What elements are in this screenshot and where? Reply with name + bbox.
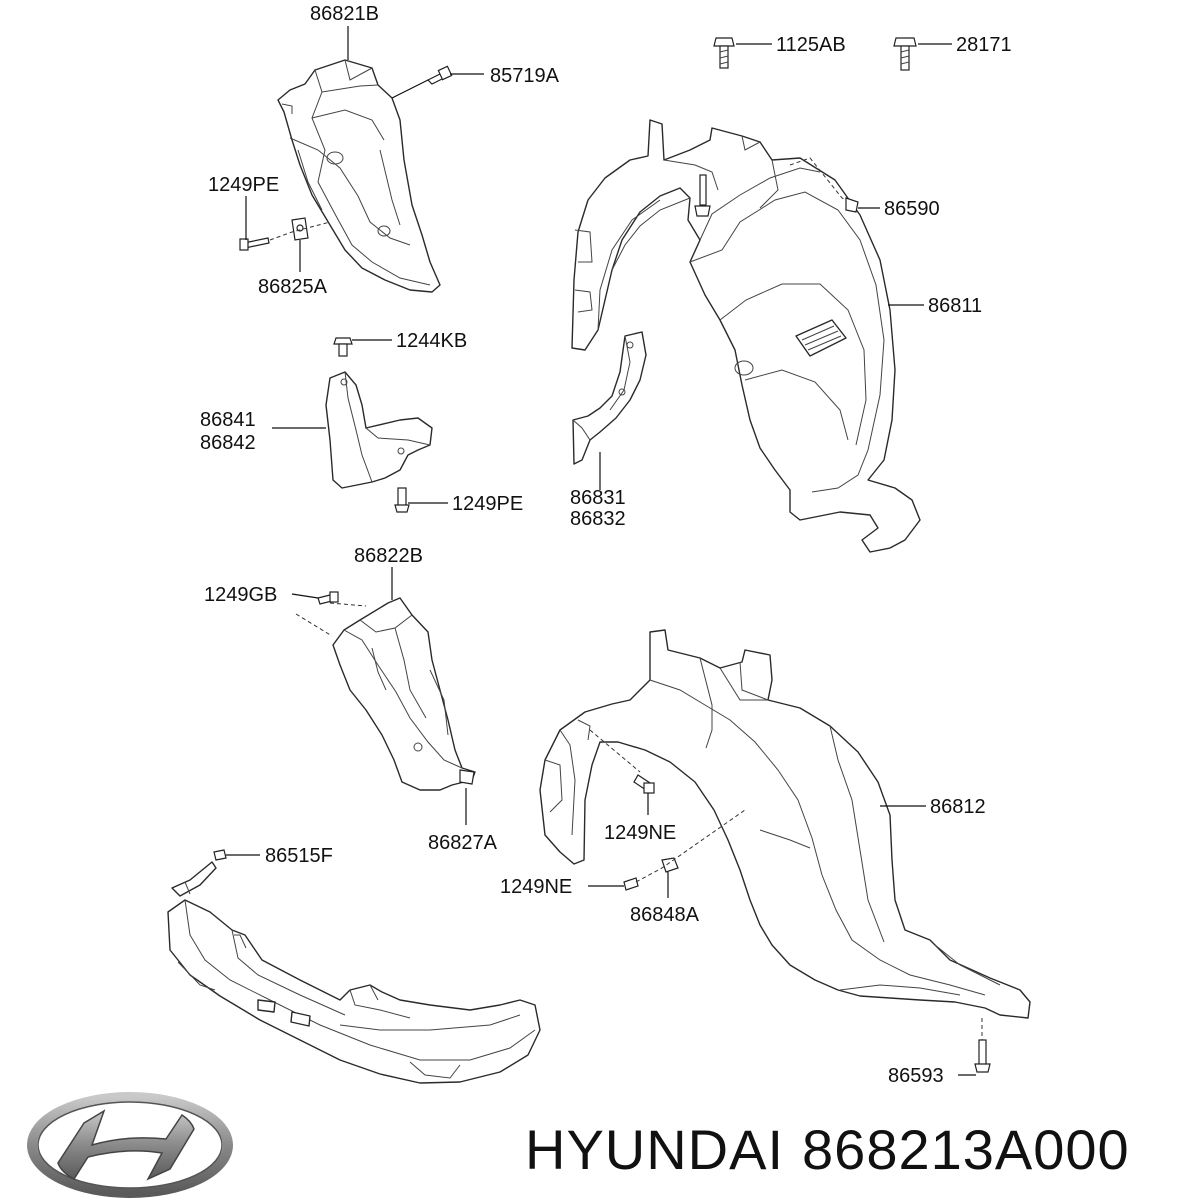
label-86812: 86812 (930, 796, 986, 818)
footer-caption: HYUNDAI 868213A000 (525, 1110, 1190, 1190)
bolt-86593-icon (974, 1039, 991, 1073)
label-86831: 86831 (570, 487, 626, 509)
leader-lines (226, 26, 976, 1076)
brand-name: HYUNDAI (525, 1118, 785, 1181)
label-1249PE-upper: 1249PE (208, 174, 279, 196)
bolt-85719A-icon (426, 65, 453, 85)
label-28171: 28171 (956, 34, 1012, 56)
clip-86827A-icon (459, 769, 475, 785)
bolt-top-guard-icon (694, 174, 711, 217)
bolt-1249NE-lower-icon (623, 877, 639, 891)
label-85719A: 85719A (490, 65, 560, 87)
part-86821B-front-liner-upper (277, 59, 441, 293)
bolt-1249GB-icon (317, 591, 339, 605)
bolt-1249NE-upper-icon (633, 774, 655, 794)
label-1249GB: 1249GB (204, 584, 277, 606)
label-86832: 86832 (570, 508, 626, 530)
label-86822B: 86822B (354, 545, 423, 567)
callout-labels: 86821B 85719A 1125AB 28171 1249PE 86825A… (200, 3, 1012, 1087)
label-86590: 86590 (884, 198, 940, 220)
part-86515F-bumper (167, 861, 541, 1084)
bolt-1125AB-icon (713, 37, 735, 69)
label-1249PE-lower: 1249PE (452, 493, 523, 515)
part-86812-wheel-guard-rear (539, 629, 1031, 1019)
label-86827A: 86827A (428, 832, 498, 854)
bolt-1244KB-icon (333, 337, 353, 357)
clip-86590-icon (845, 197, 859, 213)
label-86848A: 86848A (630, 904, 700, 926)
bolt-28171-icon (893, 37, 917, 71)
label-86811: 86811 (928, 295, 982, 317)
label-86842: 86842 (200, 432, 256, 454)
label-1249NE-upper: 1249NE (604, 822, 676, 844)
nut-86848A-icon (661, 857, 679, 873)
label-86825A: 86825A (258, 276, 328, 298)
hyundai-logo-icon (27, 1092, 233, 1198)
part-number: 868213A000 (802, 1118, 1130, 1181)
label-86515F: 86515F (265, 845, 333, 867)
label-86821B: 86821B (310, 3, 379, 25)
label-1249NE-lower: 1249NE (500, 876, 572, 898)
bolt-1249PE-lower-icon (394, 487, 410, 513)
part-86841-mudguard (325, 371, 433, 489)
bolt-1249PE-upper-icon (239, 237, 270, 251)
label-86593: 86593 (888, 1065, 944, 1087)
label-1244KB: 1244KB (396, 330, 467, 352)
part-86831-bracket (572, 331, 647, 465)
part-86822B-front-liner-lower (332, 597, 476, 791)
clip-86825A-icon (291, 217, 309, 241)
label-1125AB: 1125AB (776, 34, 846, 56)
clip-86515F-icon (213, 849, 227, 861)
label-86841: 86841 (200, 409, 256, 431)
part-86811-wheel-guard-front (571, 119, 921, 553)
